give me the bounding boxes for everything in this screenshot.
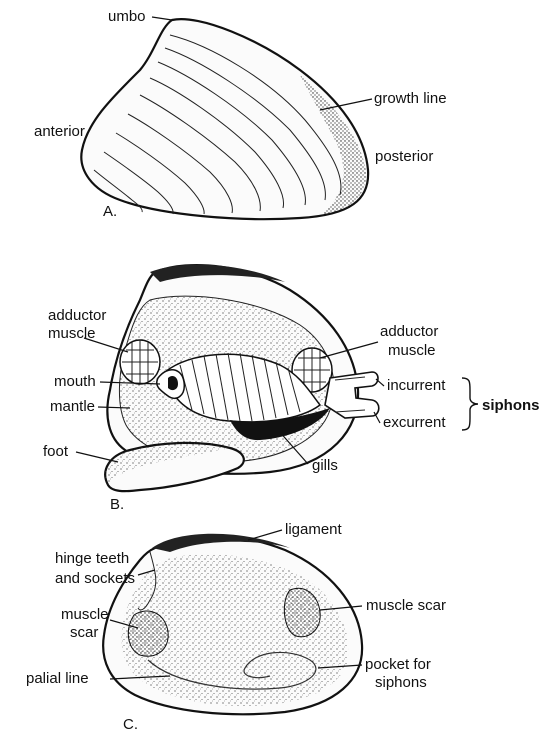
label-ligament: ligament bbox=[285, 521, 343, 538]
leader-umbo bbox=[152, 17, 172, 20]
label-growth-line: growth line bbox=[374, 90, 447, 107]
leader-foot bbox=[76, 452, 118, 462]
muscle-scar-left bbox=[128, 611, 168, 656]
label-muscle-scar-right: muscle scar bbox=[366, 597, 446, 614]
label-adductor-left-1: adductor bbox=[48, 307, 106, 324]
label-siphons: siphons bbox=[482, 397, 540, 414]
label-excurrent: excurrent bbox=[383, 414, 446, 431]
figure-a-shell-exterior bbox=[81, 19, 368, 219]
label-hinge-1: hinge teeth bbox=[55, 550, 129, 567]
label-foot: foot bbox=[43, 443, 69, 460]
label-hinge-2: and sockets bbox=[55, 570, 135, 587]
label-posterior: posterior bbox=[375, 148, 433, 165]
label-adductor-right-2: muscle bbox=[388, 342, 436, 359]
label-umbo: umbo bbox=[108, 8, 146, 25]
label-palial-line: palial line bbox=[26, 670, 89, 687]
label-mouth: mouth bbox=[54, 373, 96, 390]
panel-label-c: C. bbox=[123, 716, 138, 733]
label-anterior: anterior bbox=[34, 123, 85, 140]
label-muscle-scar-left-2: scar bbox=[70, 624, 98, 641]
figure-c-shell-interior bbox=[103, 534, 362, 715]
label-pocket-2: siphons bbox=[375, 674, 427, 691]
label-pocket-1: pocket for bbox=[365, 656, 431, 673]
label-incurrent: incurrent bbox=[387, 377, 446, 394]
siphons-brace bbox=[462, 378, 478, 430]
label-gills: gills bbox=[312, 457, 338, 474]
label-mantle: mantle bbox=[50, 398, 95, 415]
label-muscle-scar-left-1: muscle bbox=[61, 606, 109, 623]
leader-ligament bbox=[248, 530, 282, 540]
panel-label-a: A. bbox=[103, 203, 117, 220]
label-adductor-right-1: adductor bbox=[380, 323, 438, 340]
panel-label-b: B. bbox=[110, 496, 124, 513]
